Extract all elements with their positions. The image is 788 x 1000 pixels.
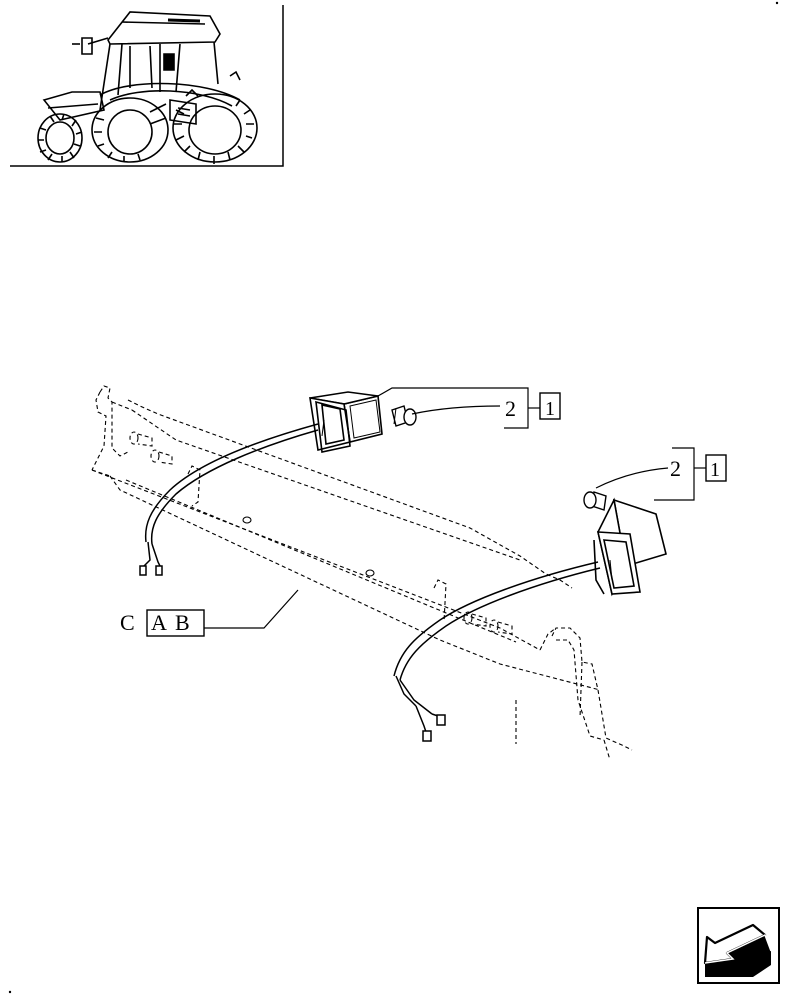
left-lamp-bulb-icon bbox=[391, 405, 417, 427]
cab-reference-a: A bbox=[151, 610, 167, 635]
next-page-button[interactable] bbox=[697, 907, 780, 984]
right-work-lamp bbox=[593, 497, 667, 597]
callout-right-ref: 1 bbox=[710, 459, 720, 481]
callout-top bbox=[377, 387, 561, 429]
next-page-arrow-icon bbox=[697, 907, 780, 984]
callout-top-ref-box bbox=[539, 392, 561, 420]
cab-reference-prefix: C bbox=[120, 610, 135, 635]
callout-right bbox=[595, 447, 727, 501]
callout-right-qty: 2 bbox=[670, 456, 681, 481]
page-speck bbox=[775, 1, 779, 5]
right-lamp-cable bbox=[393, 561, 601, 742]
page-speck bbox=[8, 990, 12, 994]
cab-reference-callout bbox=[146, 589, 299, 637]
callout-right-ref-box bbox=[705, 454, 727, 482]
right-lamp-bulb-icon bbox=[583, 491, 607, 511]
callout-top-qty: 2 bbox=[505, 396, 516, 421]
left-work-lamp bbox=[309, 391, 383, 453]
mounting-bar-outline bbox=[91, 385, 633, 761]
cab-reference-box bbox=[146, 609, 205, 637]
cab-reference-b: B bbox=[175, 610, 190, 635]
left-lamp-cable bbox=[139, 423, 319, 576]
callout-top-ref: 1 bbox=[545, 398, 555, 420]
tractor-thumbnail-icon bbox=[10, 5, 284, 167]
